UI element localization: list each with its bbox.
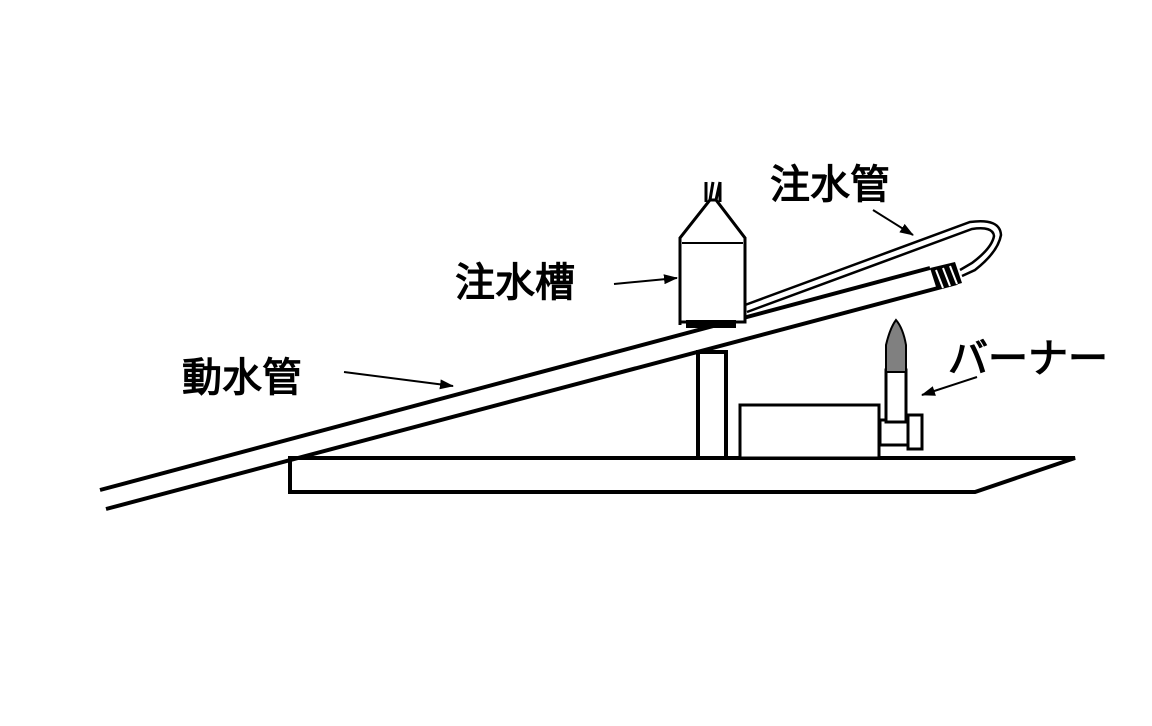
support-post — [696, 350, 728, 460]
burner — [878, 318, 924, 451]
moving-pipe-label: 動水管 — [182, 355, 302, 401]
pouring-pipe-arrow — [872, 209, 914, 236]
burner-arrow — [921, 376, 978, 396]
moving-pipe — [99, 266, 958, 511]
base-platform — [288, 456, 1076, 494]
burner-label: バーナー — [948, 336, 1108, 382]
pouring-tank — [678, 181, 747, 328]
burner-box — [738, 403, 881, 460]
pouring-tank-label: 注水槽 — [455, 260, 575, 306]
pouring-tank-arrow — [613, 274, 678, 285]
moving-pipe-arrow — [343, 371, 454, 390]
pipe-end-cap — [930, 262, 962, 290]
pouring-pipe-label: 注水管 — [770, 162, 890, 208]
burner-flame — [885, 318, 907, 373]
pouring-pipe — [744, 220, 1003, 314]
